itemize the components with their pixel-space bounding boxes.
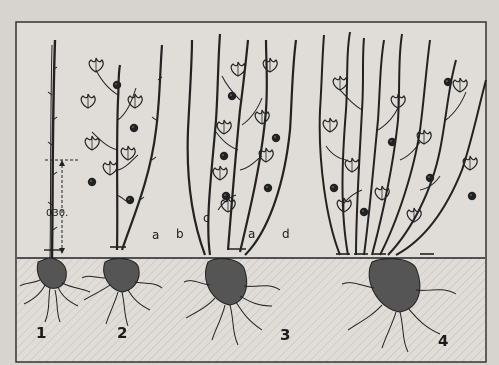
stage-3-cane-label-d: d (282, 227, 290, 241)
measurement-label: 030. (46, 208, 68, 219)
stage-3-number: 3 (280, 326, 290, 344)
stage-3-cane-label-b: b (176, 227, 184, 241)
stage-4-number: 4 (438, 332, 448, 350)
stage-2-number: 2 (117, 324, 127, 342)
stage-3-cane-label-a: a (248, 227, 255, 241)
stage-2-cane-label-a: a (152, 228, 159, 242)
stage-3-cane-label-c: c (203, 211, 210, 225)
stage-1-number: 1 (36, 324, 46, 342)
